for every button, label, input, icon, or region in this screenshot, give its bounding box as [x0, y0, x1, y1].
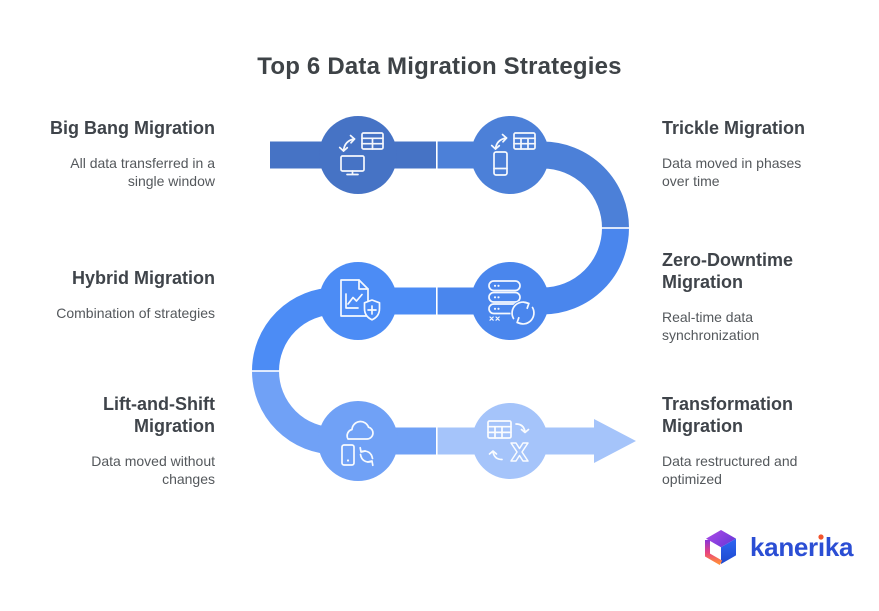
curve-right-top [541, 141, 629, 229]
strategy-title: Trickle Migration [662, 118, 806, 138]
strategy-node-hybrid [319, 262, 397, 340]
strategy-title: Hybrid Migration [72, 268, 215, 288]
strategy-label-lift-and-shift: Lift-and-Shift Migration Data moved with… [55, 394, 215, 489]
monitor-table-transfer-icon [338, 132, 384, 176]
segment-gap [436, 141, 438, 169]
strategy-description: Combination of strategies [56, 304, 215, 321]
transform-arrow-up-icon [492, 451, 503, 461]
strategy-node-lift-and-shift [318, 401, 398, 481]
strategy-title: Lift-and-Shift Migration [103, 394, 215, 436]
segment-gap [436, 427, 438, 455]
transform-arrow-down-icon [515, 423, 526, 433]
strategy-node-transformation [472, 403, 548, 479]
strategy-node-trickle [471, 116, 549, 194]
strategy-title: Transformation Migration [662, 394, 794, 436]
strategy-node-big-bang [319, 116, 397, 194]
segment-gap [436, 287, 438, 315]
server-icon [488, 280, 521, 292]
phone-table-transfer-icon [490, 132, 536, 176]
strategy-description: Data restructured and optimized [662, 452, 798, 488]
kanerika-cube-icon [705, 530, 736, 565]
phone-icon [341, 444, 355, 466]
cloud-icon [346, 420, 374, 440]
table-icon [513, 132, 536, 150]
document-chart-shield-icon [340, 279, 381, 321]
phone-icon [493, 151, 508, 176]
flow-arrowhead [594, 419, 636, 463]
page-title: Top 6 Data Migration Strategies [257, 53, 622, 80]
strategy-node-zero-downtime [471, 262, 549, 340]
strategy-description: All data transferred in a single window [70, 154, 215, 190]
strategy-title: Zero-Downtime Migration [662, 250, 794, 292]
strategy-label-transformation: Transformation Migration Data restructur… [662, 394, 837, 489]
strategy-title: Big Bang Migration [50, 118, 215, 138]
chart-line-icon [347, 293, 363, 305]
strategy-label-trickle: Trickle Migration Data moved in phases o… [662, 118, 837, 191]
curve-right-bottom [541, 227, 629, 315]
x-glyph-icon [510, 442, 529, 462]
transfer-arrow-icon [342, 138, 356, 152]
transfer-arrow-icon [494, 137, 508, 150]
segment-gap [601, 227, 630, 229]
segment-gap [251, 370, 280, 372]
strategy-label-big-bang: Big Bang Migration All data transferred … [30, 118, 215, 191]
strategy-label-hybrid: Hybrid Migration Combination of strategi… [30, 268, 215, 322]
i-dot [818, 534, 824, 540]
table-x-transform-icon [487, 420, 530, 462]
chart-axis-icon [345, 293, 359, 309]
cloud-phone-sync-icon [341, 420, 374, 467]
table-icon [487, 420, 512, 439]
strategy-label-zero-downtime: Zero-Downtime Migration Real-time data s… [662, 250, 837, 345]
server-sync-icon [488, 280, 536, 326]
strategy-description: Data moved in phases over time [662, 154, 802, 190]
strategy-description: Real-time data synchronization [662, 308, 760, 344]
strategy-description: Data moved without changes [91, 452, 215, 488]
